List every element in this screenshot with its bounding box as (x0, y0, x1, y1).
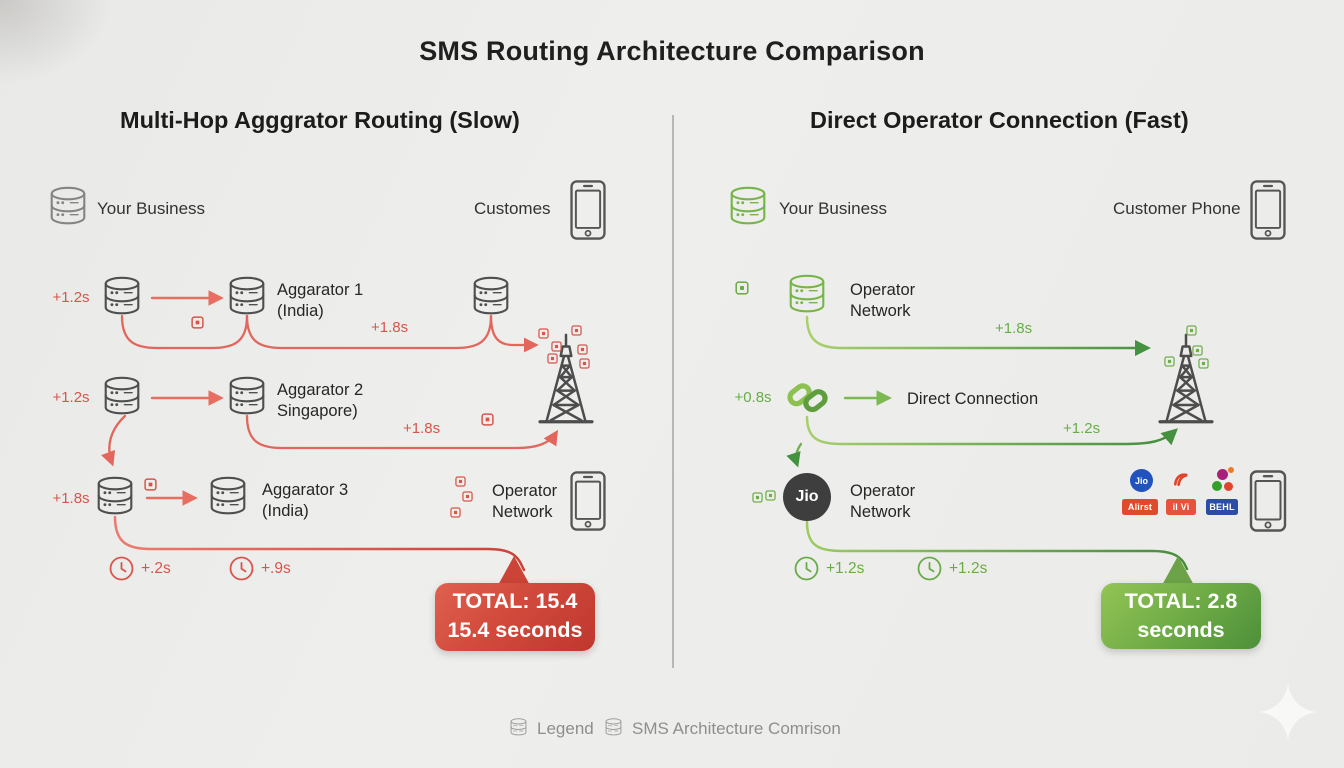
database-icon (508, 717, 529, 738)
operator-line1: Operator (850, 482, 916, 500)
footer-caption: SMS Architecture Comrison (632, 719, 841, 738)
total-line2: 15.4 seconds (447, 618, 583, 642)
airtel-swoosh-icon (1172, 470, 1191, 489)
message-icon (752, 492, 763, 503)
clock-time: +.9s (261, 560, 291, 577)
database-icon (603, 717, 624, 738)
hop-delay: +1.2s (52, 389, 90, 406)
right-business-label: Your Business (779, 199, 888, 218)
hop-time: +1.2s (1063, 420, 1101, 437)
database-icon (725, 184, 771, 230)
jio-operator-logo: Jio (783, 473, 831, 521)
total-line2: seconds (1137, 618, 1225, 642)
message-icon (1164, 356, 1175, 367)
database-icon (205, 474, 251, 520)
aggregator-2-label: Aggarator 2 Singapore) (277, 380, 363, 422)
database-icon (99, 274, 145, 320)
jio-logo: Jio (1130, 469, 1153, 492)
left-business-label: Your Business (97, 199, 206, 218)
hop-delay: +1.2s (52, 289, 90, 306)
vi-brand-dot-orange (1228, 467, 1234, 473)
right-total-badge: TOTAL: 2.8 seconds (1101, 583, 1261, 649)
message-icon (1198, 358, 1209, 369)
left-customer-label: Customes (474, 199, 551, 218)
message-icon (538, 328, 549, 339)
message-icon (481, 413, 494, 426)
clock-time: +1.2s (826, 560, 865, 577)
aggregator-3-label: Aggarator 3 (India) (262, 480, 348, 522)
operator-line2: Network (850, 503, 911, 521)
vi-brand-dot-purple (1217, 469, 1228, 480)
operator-line2: Network (850, 302, 911, 320)
message-icon (571, 325, 582, 336)
message-icon (1192, 345, 1203, 356)
message-icon (551, 341, 562, 352)
aggregator-3-region: (India) (262, 502, 309, 520)
phone-icon (1248, 179, 1288, 241)
operator-line1: Operator (850, 281, 916, 299)
message-icon (735, 281, 749, 295)
cell-tower-icon (1155, 333, 1217, 429)
database-icon (784, 272, 830, 318)
message-icon (577, 344, 588, 355)
database-icon (45, 184, 91, 230)
bsnl-brand-dot-red (1224, 482, 1233, 491)
aggregator-2-name: Aggarator 2 (277, 381, 364, 399)
panel-divider (672, 115, 674, 668)
sparkle-icon (1258, 682, 1318, 742)
hop-time: +1.8s (995, 320, 1033, 337)
message-icon (547, 353, 558, 364)
database-icon (468, 274, 514, 320)
message-icon (765, 490, 776, 501)
right-operator-network-1-label: Operator Network (850, 280, 915, 322)
total-line1: TOTAL: 2.8 (1124, 589, 1238, 613)
operator-line1: Operator (492, 482, 558, 500)
database-icon (92, 474, 138, 520)
direct-connection-label: Direct Connection (907, 390, 1039, 408)
left-operator-network-label: Operator Network (492, 481, 557, 523)
airtel-logo-box: Alirst (1122, 499, 1158, 515)
total-line1: TOTAL: 15.4 (452, 589, 578, 613)
message-icon (462, 491, 473, 502)
left-panel-heading: Multi-Hop Agggrator Routing (Slow) (120, 107, 520, 133)
operator-line2: Network (492, 503, 553, 521)
aggregator-1-name: Aggarator 1 (277, 281, 364, 299)
clock-icon (793, 555, 820, 582)
hop-delay: +0.8s (734, 389, 772, 406)
phone-icon (568, 470, 608, 532)
message-icon (450, 507, 461, 518)
bsnl-brand-dot-green (1212, 481, 1222, 491)
right-operator-network-2-label: Operator Network (850, 481, 915, 523)
vi-logo-box: il Vi (1166, 499, 1196, 515)
message-icon (144, 478, 157, 491)
message-icon (191, 316, 204, 329)
clock-icon (916, 555, 943, 582)
database-icon (224, 274, 270, 320)
legend-label: Legend (537, 719, 594, 738)
hop-time: +1.8s (371, 319, 409, 336)
phone-icon (568, 179, 608, 241)
phone-icon (1248, 469, 1288, 533)
database-icon (224, 374, 270, 420)
clock-time: +.2s (141, 560, 171, 577)
database-icon (99, 374, 145, 420)
clock-icon (108, 555, 135, 582)
left-total-badge: TOTAL: 15.4 15.4 seconds (435, 583, 595, 651)
aggregator-1-label: Aggarator 1 (India) (277, 280, 363, 322)
hop-delay: +1.8s (52, 490, 90, 507)
message-icon (579, 358, 590, 369)
message-icon (455, 476, 466, 487)
hop-time: +1.8s (403, 420, 441, 437)
aggregator-2-region: Singapore) (277, 402, 358, 420)
message-icon (1186, 325, 1197, 336)
clock-icon (228, 555, 255, 582)
aggregator-3-name: Aggarator 3 (262, 481, 349, 499)
right-panel-heading: Direct Operator Connection (Fast) (810, 107, 1189, 133)
bsnl-logo-box: BEHL (1206, 499, 1238, 515)
right-customer-label: Customer Phone (1113, 199, 1241, 218)
clock-time: +1.2s (949, 560, 988, 577)
chain-link-icon (785, 375, 830, 420)
page-title: SMS Routing Architecture Comparison (419, 36, 925, 66)
aggregator-1-region: (India) (277, 302, 324, 320)
